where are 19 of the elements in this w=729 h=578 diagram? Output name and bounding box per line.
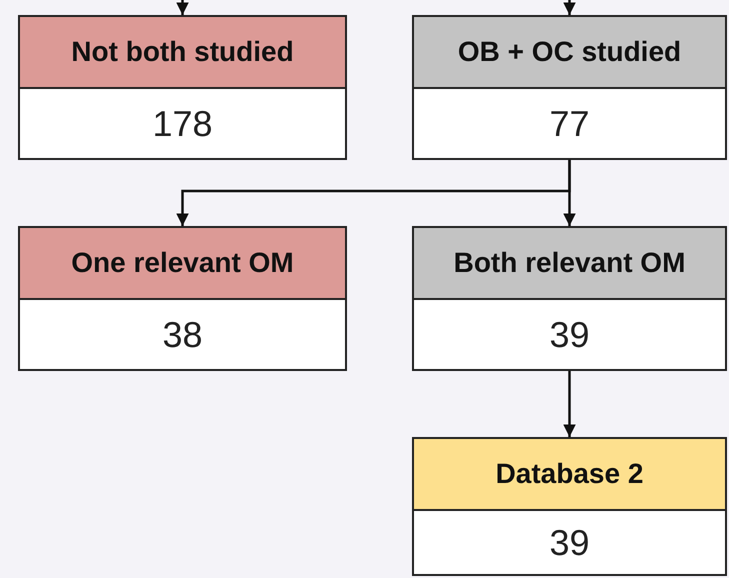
count-value: 38	[161, 312, 204, 356]
box-title: Not both studied	[20, 17, 345, 89]
process-box	[18, 226, 347, 371]
arrow	[563, 0, 576, 15]
count-value: 178	[151, 102, 214, 146]
arrow	[563, 371, 576, 437]
process-box	[18, 15, 347, 160]
process-box	[412, 15, 727, 160]
process-box	[412, 226, 727, 371]
arrow	[563, 160, 576, 226]
count-value: 77	[548, 102, 591, 146]
box-title: Both relevant OM	[414, 228, 725, 300]
box-title: OB + OC studied	[414, 17, 725, 89]
box-title: One relevant OM	[20, 228, 345, 300]
box-title: Database 2	[414, 439, 725, 511]
arrow	[176, 0, 189, 15]
count-value: 39	[548, 312, 591, 356]
count-value: 39	[548, 520, 591, 564]
process-box	[412, 437, 727, 576]
